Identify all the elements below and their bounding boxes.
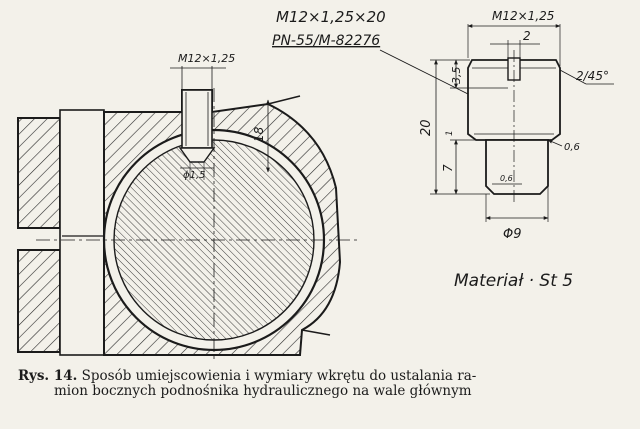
figure-caption: Rys. 14. Sposób umiejscowienia i wymiary… bbox=[18, 369, 628, 399]
caption-line-2: mion bocznych podnośnika hydraulicznego … bbox=[54, 383, 472, 399]
label-depth-18: 18 bbox=[252, 126, 266, 142]
label-chamfer-angle: 2/45° bbox=[576, 69, 609, 83]
screw-detail bbox=[430, 24, 614, 222]
caption-label: Rys. 14. bbox=[18, 368, 78, 384]
label-dim-20: 20 bbox=[419, 119, 434, 136]
label-dim-35: 3,5 bbox=[450, 67, 463, 85]
section-view bbox=[17, 66, 360, 362]
label-dim-1: 1 bbox=[445, 130, 455, 136]
screw-hole bbox=[181, 89, 213, 149]
screw-shank bbox=[485, 139, 549, 195]
label-thread-left: M12×1,25 bbox=[178, 52, 235, 65]
label-material: Materiał · St 5 bbox=[454, 271, 573, 291]
label-thread-callout: M12×1,25×20 bbox=[276, 8, 386, 26]
label-dim-06-side: 0,6 bbox=[564, 142, 580, 153]
caption-line-1: Sposób umiejscowienia i wymiary wkrętu d… bbox=[81, 368, 477, 384]
label-thread-right: M12×1,25 bbox=[492, 9, 554, 23]
label-dim-06-tip: 0,6 bbox=[500, 174, 513, 183]
label-tip-dia: ϕ1,5 bbox=[183, 170, 206, 181]
label-dim-7: 7 bbox=[441, 164, 455, 172]
left-block-upper bbox=[17, 117, 61, 229]
middle-strip bbox=[59, 109, 105, 356]
left-block-lower bbox=[17, 249, 61, 353]
label-slot-width: 2 bbox=[523, 29, 531, 43]
label-standard: PN-55/M-82276 bbox=[272, 33, 380, 49]
technical-drawing: M12×1,25 18 ϕ1,5 M12×1,25×20 PN-55/M-822… bbox=[17, 8, 614, 362]
label-diam-9: Φ9 bbox=[503, 227, 522, 242]
